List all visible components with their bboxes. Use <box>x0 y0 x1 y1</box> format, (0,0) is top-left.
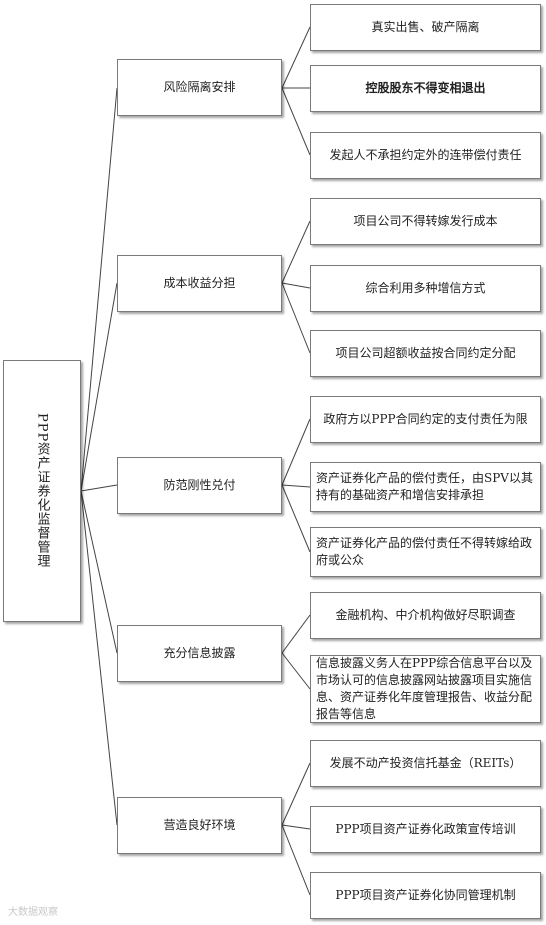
leaf-label: 项目公司超额收益按合同约定分配 <box>335 346 516 360</box>
leaf-label: 发起人不承担约定外的连带偿付责任 <box>329 148 522 162</box>
leaf-label: 发展不动产投资信托基金（REITs） <box>329 756 522 770</box>
root-connector-line <box>80 490 118 654</box>
category-node-environment: 营造良好环境 <box>117 797 282 854</box>
leaf-label: 综合利用多种增信方式 <box>365 281 486 295</box>
leaf-label: 政府方以PPP合同约定的支付责任为限 <box>323 412 528 426</box>
branch-connector-line <box>281 418 311 486</box>
leaf-label: 真实出售、破产隔离 <box>371 20 480 34</box>
category-label: 成本收益分担 <box>163 276 236 290</box>
leaf-node: 控股股东不得变相退出 <box>310 65 541 112</box>
leaf-node: 信息披露义务人在PPP综合信息平台以及市场认可的信息披露网站披露项目实施信息、资… <box>310 655 541 723</box>
branch-connector-line <box>281 824 311 830</box>
leaf-label: 资产证券化产品的偿付责任不得转嫁给政府或公众 <box>316 536 533 567</box>
root-node: PPP资产证券化监督管理 <box>3 360 81 622</box>
leaf-node: 项目公司超额收益按合同约定分配 <box>310 330 541 377</box>
branch-connector-line <box>281 282 311 354</box>
leaf-node: PPP项目资产证券化政策宣传培训 <box>310 806 541 853</box>
leaf-node: 发展不动产投资信托基金（REITs） <box>310 740 541 787</box>
leaf-node: 项目公司不得转嫁发行成本 <box>310 198 541 245</box>
leaf-label: 控股股东不得变相退出 <box>365 81 486 95</box>
leaf-node: 资产证券化产品的偿付责任不得转嫁给政府或公众 <box>310 527 541 577</box>
leaf-label: 项目公司不得转嫁发行成本 <box>353 214 498 228</box>
category-node-disclosure: 充分信息披露 <box>117 625 282 682</box>
leaf-label: PPP项目资产证券化政策宣传培训 <box>335 822 516 836</box>
branch-connector-line <box>281 26 311 89</box>
leaf-label: 金融机构、中介机构做好尽职调查 <box>335 608 516 622</box>
category-label: 充分信息披露 <box>163 646 236 660</box>
leaf-node: 政府方以PPP合同约定的支付责任为限 <box>310 396 541 443</box>
leaf-label: 信息披露义务人在PPP综合信息平台以及市场认可的信息披露网站披露项目实施信息、资… <box>316 656 533 721</box>
root-connector-line <box>80 282 118 492</box>
branch-connector-line <box>281 652 311 690</box>
watermark: 大数据观察 <box>8 907 58 918</box>
root-connector-line <box>80 490 118 826</box>
category-label: 防范刚性兑付 <box>163 478 236 492</box>
branch-connector-line <box>281 484 311 488</box>
branch-connector-line <box>281 282 311 289</box>
root-label: PPP资产证券化监督管理 <box>34 413 50 569</box>
branch-connector-line <box>281 824 311 896</box>
leaf-node: 资产证券化产品的偿付责任，由SPV以其持有的基础资产和增信安排承担 <box>310 462 541 512</box>
category-node-cost-benefit: 成本收益分担 <box>117 255 282 312</box>
branch-connector-line <box>281 220 311 284</box>
category-node-rigid-payment: 防范刚性兑付 <box>117 457 282 514</box>
leaf-node: 综合利用多种增信方式 <box>310 265 541 312</box>
leaf-node: 金融机构、中介机构做好尽职调查 <box>310 592 541 639</box>
category-label: 风险隔离安排 <box>163 80 236 94</box>
category-label: 营造良好环境 <box>163 818 236 832</box>
leaf-label: 资产证券化产品的偿付责任，由SPV以其持有的基础资产和增信安排承担 <box>316 471 533 502</box>
root-connector-line <box>80 484 118 492</box>
branch-connector-line <box>281 762 311 826</box>
category-node-risk-isolation: 风险隔离安排 <box>117 59 282 116</box>
leaf-node: PPP项目资产证券化协同管理机制 <box>310 872 541 919</box>
branch-connector-line <box>281 484 311 553</box>
branch-connector-line <box>281 87 311 156</box>
leaf-node: 真实出售、破产隔离 <box>310 4 541 51</box>
leaf-node: 发起人不承担约定外的连带偿付责任 <box>310 132 541 179</box>
leaf-label: PPP项目资产证券化协同管理机制 <box>335 888 516 902</box>
root-connector-line <box>80 87 118 492</box>
branch-connector-line <box>281 614 311 654</box>
